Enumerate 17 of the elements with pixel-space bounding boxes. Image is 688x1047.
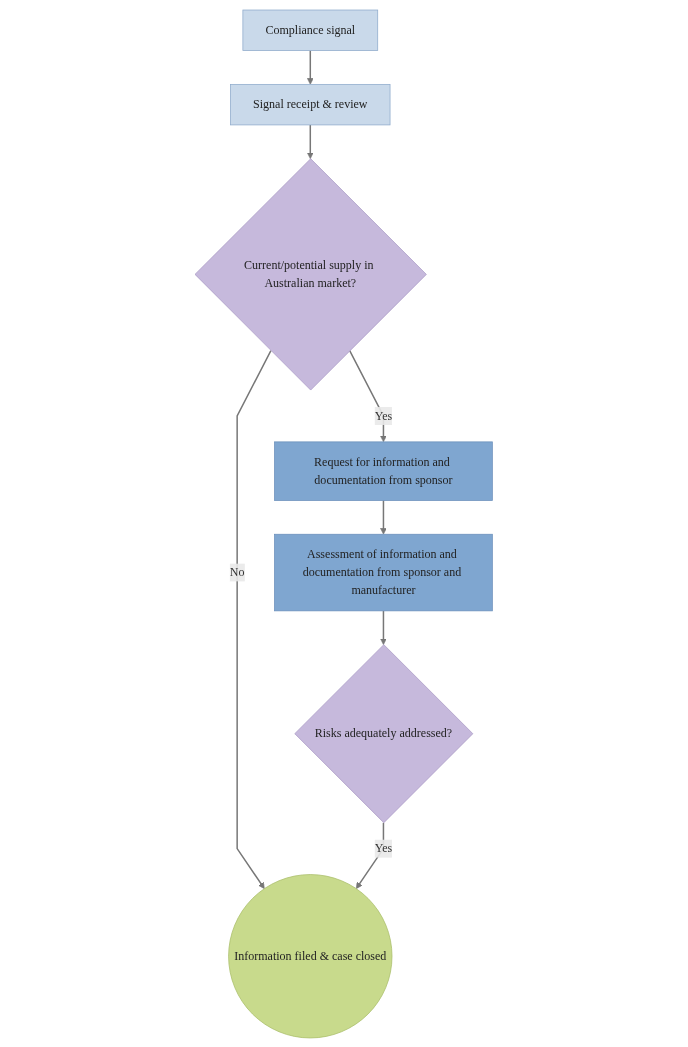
edge-label: Yes	[375, 408, 393, 422]
node-box: Request for information and documentation from sponsor	[274, 441, 494, 501]
arrow	[307, 49, 314, 85]
node-diamond: Risks adequately addressed?	[294, 643, 474, 823]
arrow	[236, 349, 272, 889]
arrow	[349, 349, 388, 442]
node-diamond: Current/potential supply in Australian market?	[194, 157, 428, 390]
arrow	[356, 821, 385, 889]
node-box: Assessment of information and documentation from sponsor and manufacturer	[274, 533, 494, 611]
arrow	[307, 123, 314, 159]
edge-label: No	[230, 565, 245, 579]
node-box: Signal receipt & review	[230, 83, 391, 125]
arrow	[380, 499, 388, 535]
node-circle: Information filed & case closed	[228, 873, 393, 1038]
arrow	[380, 609, 388, 645]
node-box: Compliance signal	[242, 9, 379, 51]
edge-label: Yes	[375, 841, 393, 855]
